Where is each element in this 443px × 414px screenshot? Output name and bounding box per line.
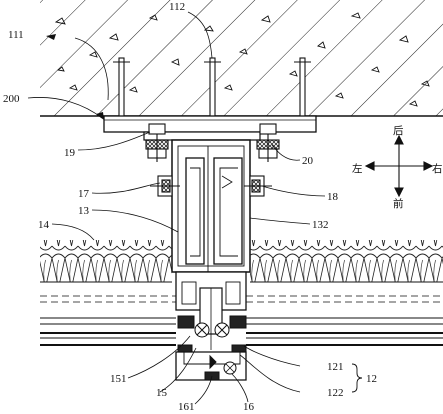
insulation-right	[250, 240, 443, 283]
gaskets	[177, 315, 247, 356]
embedded-plate	[103, 115, 317, 141]
aggregate-marks	[54, 12, 430, 107]
label-18: 18	[327, 191, 339, 203]
concrete-slab	[40, 0, 443, 117]
label-132: 132	[312, 219, 329, 231]
label-14: 14	[38, 219, 50, 231]
label-111: 111	[8, 29, 24, 41]
pressure-plate-16	[175, 351, 247, 381]
label-121: 121	[327, 361, 344, 373]
compass-right-label: 右	[432, 162, 443, 175]
label-200: 200	[3, 93, 20, 105]
glass-panels	[40, 295, 443, 346]
compass-left-label: 左	[352, 162, 363, 175]
label-12: 12	[366, 373, 377, 385]
label-13: 13	[78, 205, 90, 217]
glazing-frame	[175, 271, 247, 350]
compass-back-label: 后	[393, 125, 404, 137]
label-16: 16	[243, 401, 255, 413]
side-bolt-17	[150, 175, 180, 197]
insulation-left	[40, 240, 172, 283]
bolt-right-20	[256, 123, 280, 162]
group-bracket-12	[351, 363, 363, 393]
label-19: 19	[64, 147, 76, 159]
spacer-rollers-151	[194, 322, 230, 338]
label-161: 161	[178, 401, 195, 413]
label-151: 151	[110, 373, 127, 385]
arrowheads	[46, 34, 104, 120]
leader-lines	[27, 11, 326, 405]
label-20: 20	[302, 155, 314, 167]
label-122: 122	[327, 387, 344, 399]
bolt-left-19	[145, 123, 169, 162]
label-17: 17	[78, 188, 90, 200]
side-bolt-18	[244, 175, 272, 197]
label-112: 112	[169, 1, 185, 13]
support-bracket	[171, 139, 251, 273]
compass-front-label: 前	[393, 197, 404, 210]
label-15: 15	[156, 387, 168, 399]
anchor-bolts	[113, 57, 311, 119]
direction-compass	[364, 134, 434, 198]
